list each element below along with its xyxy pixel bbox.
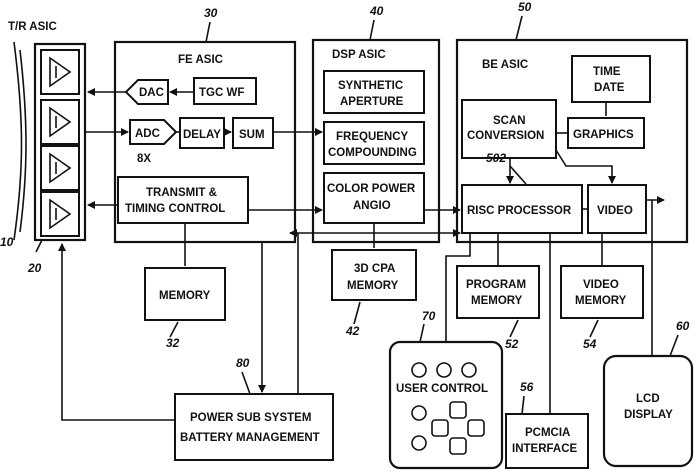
frequency-label-line2: COMPOUNDING: [328, 147, 417, 159]
fe-asic-title: FE ASIC: [178, 54, 223, 66]
probe-arc-outer: [14, 42, 22, 240]
frequency-label-line1: FREQUENCY: [336, 131, 409, 143]
ref-dsp-asic: 40: [369, 4, 384, 18]
ref-user-control: 70: [422, 309, 436, 323]
tr-channel-3: [41, 146, 79, 190]
ref-power: 80: [236, 356, 250, 370]
control-button-3: [462, 363, 476, 377]
risc-label: RISC PROCESSOR: [467, 205, 572, 217]
ref-video-memory: 54: [583, 337, 597, 351]
ref-cpa-memory-leader: [354, 302, 360, 324]
ref-fe-asic-leader: [206, 22, 210, 42]
ref-lcd-leader: [670, 335, 678, 356]
tr-channel-1: [41, 50, 79, 94]
ref-power-leader: [242, 372, 250, 394]
ref-lcd: 60: [676, 319, 690, 333]
graphics-label: GRAPHICS: [573, 129, 634, 141]
ref-program-memory-leader: [510, 320, 518, 337]
color-power-angio-block: [324, 173, 424, 223]
pcmcia-label-line1: PCMCIA: [525, 427, 570, 439]
program-memory-block: [457, 266, 539, 318]
video-memory-label-line2: MEMORY: [575, 295, 627, 307]
ref-user-control-leader: [420, 324, 424, 342]
scan-conversion-block: [462, 100, 556, 158]
date-label-text: DATE: [594, 82, 625, 94]
lcd-label-line2: DISPLAY: [624, 409, 673, 421]
cpa-memory-label-line2: MEMORY: [347, 280, 399, 292]
video-memory-block: [561, 266, 643, 318]
lcd-label-line1: LCD: [636, 393, 660, 405]
control-button-5: [412, 436, 426, 450]
tgc-wf-label: TGC WF: [199, 87, 244, 99]
direction-pad-icon: [432, 402, 484, 454]
tr-channel-2: [41, 100, 79, 144]
ref-be-asic: 50: [518, 0, 532, 14]
time-label: TIME: [593, 66, 621, 78]
ref-memory: 32: [166, 336, 180, 350]
ref-risc: 502: [486, 151, 506, 165]
time-date-block: [572, 56, 650, 102]
ref-probe: 10: [0, 235, 14, 249]
cpa-memory-block: [332, 250, 416, 300]
ref-be-asic-leader: [516, 16, 522, 40]
be-asic-title: BE ASIC: [482, 59, 528, 71]
dpad-right: [468, 420, 484, 436]
synthetic-label-line1: SYNTHETIC: [338, 80, 403, 92]
ref-tr-asic: 20: [27, 261, 42, 275]
user-control-label: USER CONTROL: [396, 383, 488, 395]
dac-label: DAC: [139, 87, 164, 99]
power-subsystem-block: [175, 394, 333, 460]
control-button-2: [437, 363, 451, 377]
pcmcia-interface-block: [506, 414, 588, 468]
transmit-label-line1: TRANSMIT &: [146, 187, 217, 199]
adc-count-label: 8X: [137, 153, 151, 165]
scan-label-line2: CONVERSION: [467, 130, 544, 142]
transducer-probe: [14, 42, 26, 240]
synthetic-label-line2: APERTURE: [340, 96, 404, 108]
ref-fe-asic: 30: [204, 6, 218, 20]
memory-label: MEMORY: [159, 290, 211, 302]
control-button-4: [412, 406, 426, 420]
program-memory-label-line2: MEMORY: [471, 295, 523, 307]
transmit-label-line2: TIMING CONTROL: [125, 203, 225, 215]
cpa-label-line1: COLOR POWER: [327, 183, 416, 195]
dpad-down: [450, 438, 466, 454]
sum-label: SUM: [239, 129, 265, 141]
delay-label: DELAY: [183, 129, 221, 141]
tr-asic-title: T/R ASIC: [8, 21, 57, 33]
tr-channel-4: [41, 192, 79, 236]
cpa-label-line2: ANGIO: [353, 200, 391, 212]
video-label: VIDEO: [597, 205, 633, 217]
user-control-block: [390, 342, 502, 468]
ref-dsp-asic-leader: [370, 20, 374, 40]
cpa-memory-label-line1: 3D CPA: [354, 263, 395, 275]
dpad-up: [450, 402, 466, 418]
power-label-line2: BATTERY MANAGEMENT: [180, 432, 320, 444]
ref-risc-leader: [510, 166, 526, 184]
video-memory-label-line1: VIDEO: [583, 279, 619, 291]
dpad-left: [432, 420, 448, 436]
power-label-line1: POWER SUB SYSTEM: [190, 412, 311, 424]
transmit-timing-block: [118, 177, 248, 223]
ref-pcmcia-leader: [522, 396, 524, 414]
program-memory-label-line1: PROGRAM: [466, 279, 526, 291]
ref-video-memory-leader: [590, 320, 598, 337]
scan-label-line1: SCAN: [493, 115, 526, 127]
tr-asic-channels: [41, 50, 79, 236]
ref-cpa-memory: 42: [345, 324, 360, 338]
pcmcia-label-line2: INTERFACE: [512, 443, 578, 455]
ref-program-memory: 52: [505, 337, 519, 351]
ref-pcmcia: 56: [520, 380, 534, 394]
ref-memory-leader: [170, 322, 178, 337]
ref-tr-asic-leader: [36, 240, 42, 252]
control-button-1: [412, 363, 426, 377]
adc-label: ADC: [135, 128, 160, 140]
dsp-asic-title: DSP ASIC: [332, 49, 386, 61]
wire-scan-to-video: [556, 150, 612, 183]
